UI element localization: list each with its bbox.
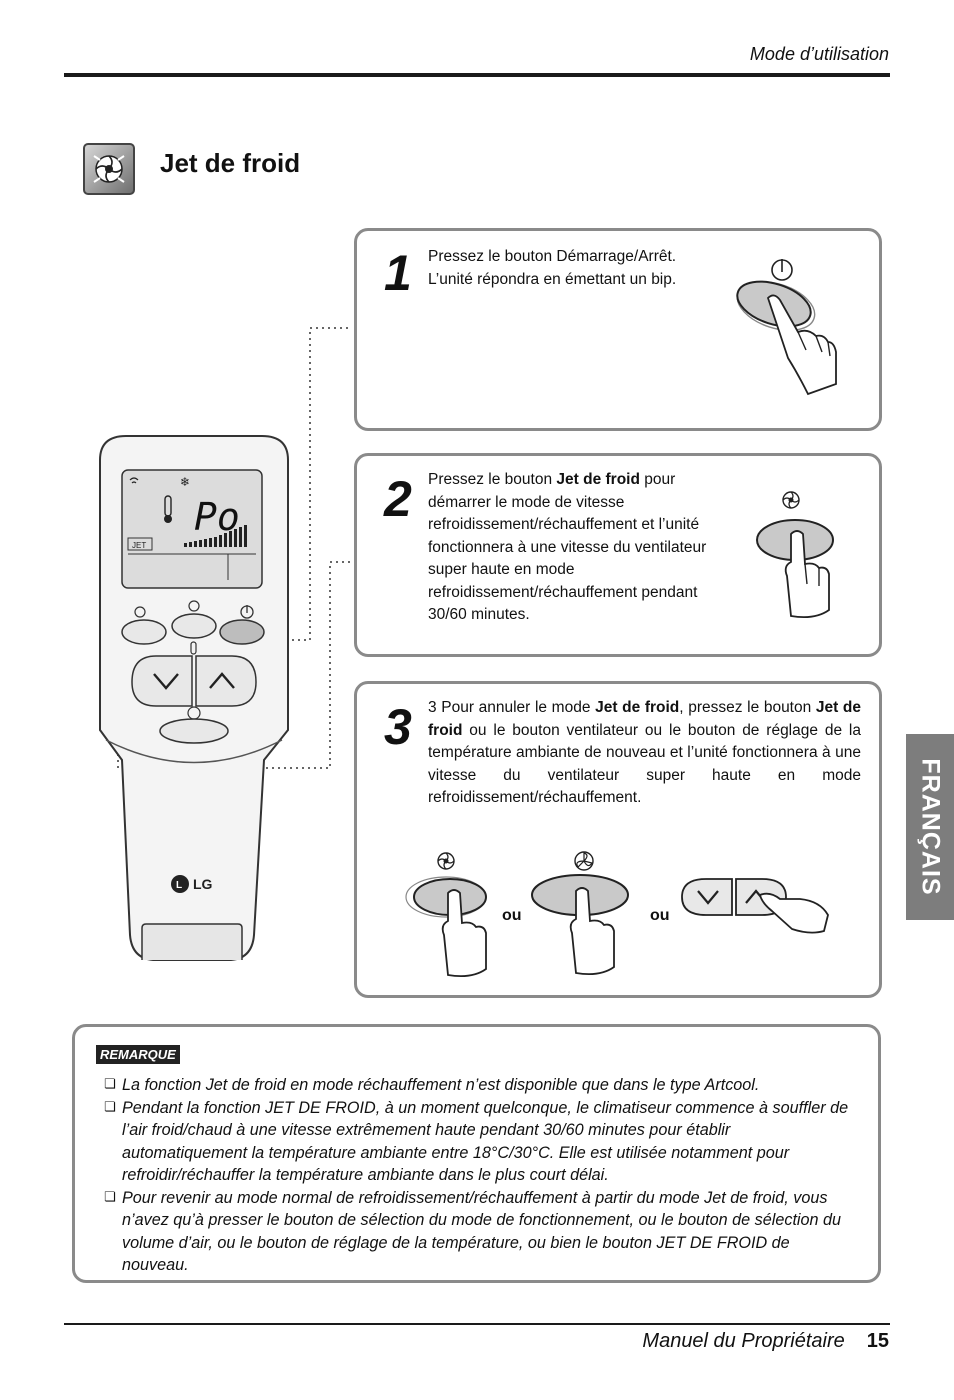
- footer-manual-title: Manuel du Propriétaire: [642, 1330, 845, 1352]
- note-box: [72, 1024, 881, 1283]
- footer: Manuel du Propriétaire 15: [560, 1330, 889, 1353]
- cancel-buttons-illustration: [405, 851, 829, 978]
- step-2-text: Pressez le bouton Jet de froid pour déma…: [428, 469, 728, 627]
- step-2-text-a: Pressez le bouton: [428, 471, 557, 488]
- step-1-line-1: Pressez le bouton Démarrage/Arrêt.: [428, 248, 677, 265]
- step-3-number: 3: [384, 699, 412, 755]
- section-header: Mode d’utilisation: [749, 44, 889, 64]
- jet-cool-icon: [437, 852, 455, 870]
- step-3-text: 3 Pour annuler le mode Jet de froid, pre…: [428, 697, 861, 810]
- or-label-2: ou: [650, 907, 670, 924]
- step-2-text-bold: Jet de froid: [556, 471, 640, 488]
- page-title: Jet de froid: [160, 148, 301, 178]
- jet-cool-icon: [782, 491, 800, 509]
- step-1-text: Pressez le bouton Démarrage/Arrêt. L’uni…: [428, 246, 728, 291]
- step-3-box: [354, 681, 882, 998]
- or-label-1: ou: [502, 907, 522, 924]
- footer-rule: [64, 1323, 890, 1325]
- step-2-text-b: pour démarrer le mode de vitesse refroid…: [428, 471, 707, 623]
- step-3-text-a: 3 Pour annuler le mode: [428, 699, 596, 716]
- note-badge: REMARQUE: [96, 1045, 180, 1064]
- note-item: Pour revenir au mode normal de refroidis…: [104, 1187, 859, 1277]
- step-3-text-bold-1: Jet de froid: [595, 699, 680, 716]
- language-tab: FRANÇAIS: [906, 734, 954, 920]
- step-3-text-bold-2: Jet de froid: [428, 699, 861, 739]
- page-number: 15: [866, 1330, 889, 1352]
- svg-text:L: L: [176, 880, 182, 891]
- note-item: La fonction Jet de froid en mode réchauf…: [104, 1074, 859, 1097]
- fan-icon: [574, 851, 594, 871]
- note-item: Pendant la fonction JET DE FROID, à un m…: [104, 1097, 859, 1187]
- step-2-number: 2: [384, 471, 412, 527]
- svg-text:❄: ❄: [180, 475, 190, 489]
- step-3-text-c: ou le bouton ventilateur ou le bouton de…: [428, 721, 861, 807]
- remote-display-text: Po: [194, 495, 240, 539]
- jet-button-press-illustration: [756, 491, 834, 619]
- power-button-press-illustration: [736, 259, 837, 396]
- remote-jet-label: JET: [132, 541, 146, 550]
- header-rule: [64, 73, 890, 77]
- note-list: La fonction Jet de froid en mode réchauf…: [104, 1074, 859, 1277]
- jet-cool-icon: [82, 142, 136, 196]
- step-1-number: 1: [384, 245, 412, 301]
- remote-brand: LG: [193, 876, 213, 892]
- step-3-text-b: , pressez le bouton: [679, 699, 816, 716]
- remote-control: ❄ Po JET L LG: [99, 435, 289, 961]
- language-tab-label: FRANÇAIS: [916, 758, 945, 896]
- step-1-line-2: L’unité répondra en émettant un bip.: [428, 270, 677, 288]
